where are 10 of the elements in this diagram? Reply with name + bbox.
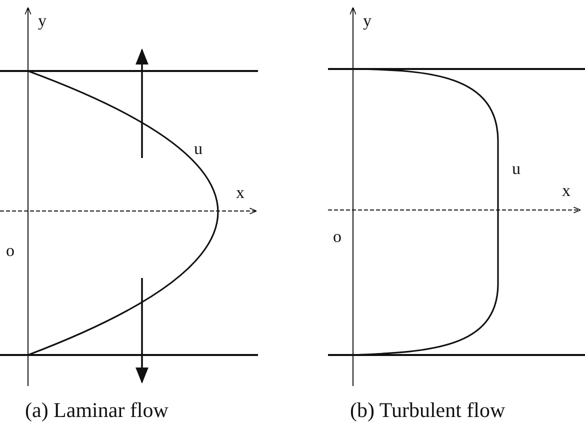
caption: (a) Laminar flow bbox=[25, 400, 168, 421]
axis-label: y bbox=[38, 12, 46, 29]
origin-label: o bbox=[6, 242, 14, 259]
curve-label: u bbox=[512, 160, 520, 177]
caption: (b) Turbulent flow bbox=[350, 400, 506, 421]
curve-label: u bbox=[194, 140, 202, 157]
axis-label: x bbox=[236, 184, 244, 201]
axis-label: y bbox=[363, 12, 372, 29]
axis-label: x bbox=[562, 182, 570, 199]
origin-label: o bbox=[333, 228, 342, 245]
